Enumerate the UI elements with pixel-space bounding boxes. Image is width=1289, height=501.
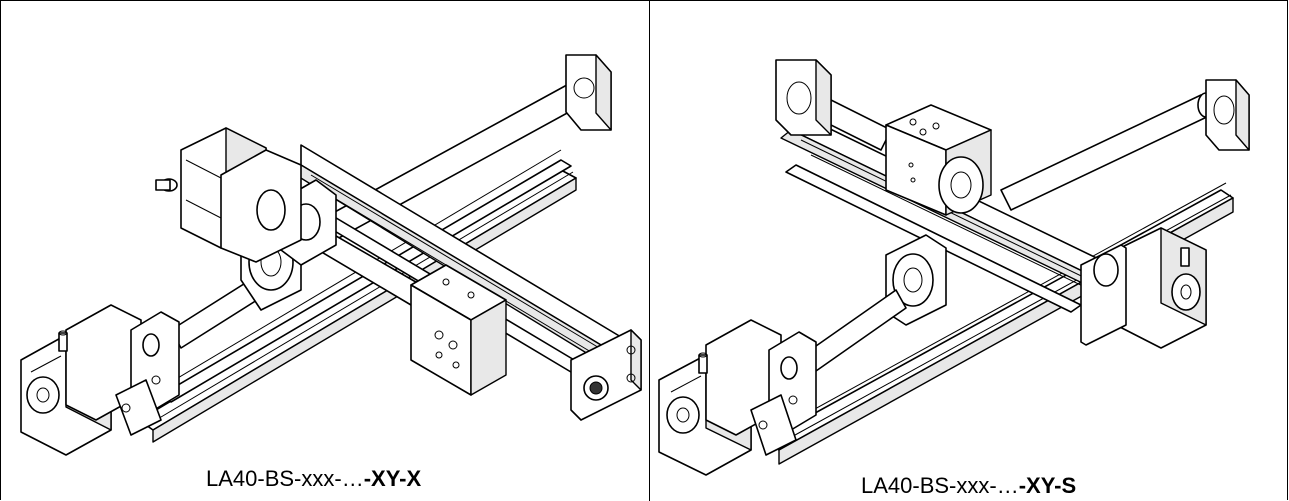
xy-x-linear-axis-drawing	[20, 54, 642, 456]
carriage-block	[410, 264, 507, 396]
panel-divider	[649, 0, 650, 501]
rail-foot	[750, 394, 797, 456]
caption-prefix: LA40-BS-xxx-…	[861, 473, 1019, 498]
caption-suffix: -XY-S	[1018, 473, 1077, 498]
x-end-block-right	[1205, 79, 1250, 151]
panel-xy-x: LA40-BS-xxx-…-XY-X	[1, 0, 649, 501]
x-end-plate	[570, 329, 642, 421]
caption-xy-x: LA40-BS-xxx-…-XY-X	[206, 466, 421, 492]
x-end-block-left	[775, 59, 832, 136]
motor-top	[155, 127, 302, 263]
carriage-flange	[938, 156, 984, 214]
y-axis-rod	[310, 75, 592, 246]
motor-bottom	[20, 304, 142, 456]
caption-prefix: LA40-BS-xxx-…	[206, 466, 364, 491]
xy-s-linear-axis-drawing	[658, 59, 1250, 476]
panel-xy-s: LA40-BS-xxx-…-XY-S	[651, 0, 1288, 501]
caption-xy-s: LA40-BS-xxx-…-XY-S	[861, 473, 1076, 499]
y-end-block-top	[565, 54, 612, 131]
rail-foot	[115, 379, 162, 436]
caption-suffix: -XY-X	[363, 466, 422, 491]
y-axis-rail	[138, 149, 577, 443]
motor-right	[1080, 227, 1207, 349]
motor-bottom	[658, 319, 782, 476]
